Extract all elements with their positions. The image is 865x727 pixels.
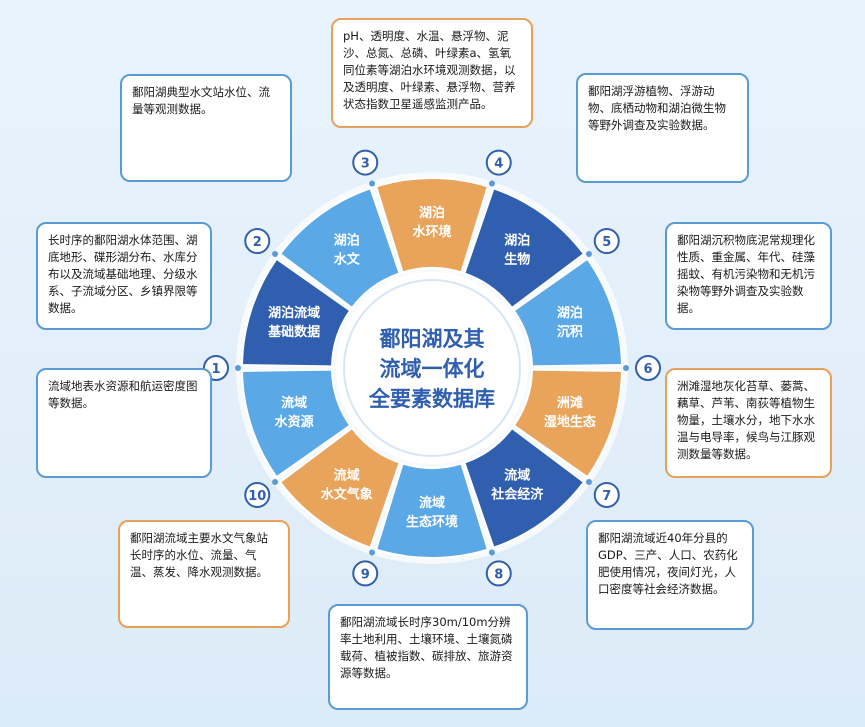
segment-6-label-1: 洲滩	[557, 395, 583, 411]
pointer-5	[585, 250, 592, 257]
badge-6	[635, 355, 661, 381]
center-title-line-1: 鄱阳湖及其	[379, 327, 485, 351]
segment-5-label-1: 湖泊	[557, 305, 583, 321]
desc-box-8-text: 鄱阳湖流域长时序30m/10m分辨率土地利用、土壤环境、土壤氮磷载荷、植被指数、…	[340, 615, 513, 680]
desc-box-4: 鄱阳湖浮游植物、浮游动物、底栖动物和湖泊微生物等野外调查及实验数据。	[576, 73, 749, 183]
desc-box-10: 流域地表水资源和航运密度图等数据。	[36, 368, 212, 478]
desc-box-6: 洲滩湿地灰化苔草、蒌蒿、藕草、芦苇、南荻等植物生物量，土壤水分，地下水水温与电导…	[665, 368, 832, 478]
segment-7-label-2: 社会经济	[490, 486, 544, 502]
desc-box-2: 鄱阳湖典型水文站水位、流量等观测数据。	[120, 74, 292, 182]
segment-1-label-2: 基础数据	[267, 324, 320, 340]
badge-6-number: 6	[643, 362, 652, 377]
badge-4	[485, 149, 512, 176]
badge-1-number: 1	[211, 362, 220, 377]
segment-8-label-1: 流域	[419, 495, 445, 511]
segment-8-label-2: 生态环境	[406, 514, 458, 530]
segment-9	[278, 426, 401, 550]
desc-box-1: 长时序的鄱阳湖水体范围、湖底地形、碟形湖分布、水库分布以及流域基础地理、分级水系…	[36, 222, 212, 330]
badge-9-number: 9	[361, 567, 370, 582]
badge-8-number: 8	[494, 567, 503, 582]
segment-3	[374, 177, 490, 274]
badge-3	[352, 149, 379, 176]
badge-10	[244, 481, 271, 508]
segment-3-label-1: 湖泊	[419, 205, 445, 221]
segment-4	[463, 186, 586, 310]
badge-4-number: 4	[494, 157, 503, 172]
pointer-7	[585, 479, 592, 486]
segment-10-label-1: 流域	[281, 395, 307, 411]
segment-6-label-2: 湿地生态	[544, 414, 596, 430]
segment-1-label-1: 湖泊流域	[268, 305, 320, 321]
desc-box-10-text: 流域地表水资源和航运密度图等数据。	[48, 379, 198, 410]
badge-10-number: 10	[248, 489, 266, 504]
desc-box-5: 鄱阳湖沉积物底泥常规理化性质、重金属、年代、硅藻摇蚊、有机污染物和无机污染物等野…	[665, 222, 832, 330]
segment-1	[241, 257, 352, 368]
desc-box-9-text: 鄱阳湖流域主要水文气象站长时序的水位、流量、气温、蒸发、降水观测数据。	[130, 531, 268, 579]
segment-7	[463, 426, 586, 550]
desc-box-8: 鄱阳湖流域长时序30m/10m分辨率土地利用、土壤环境、土壤氮磷载荷、植被指数、…	[328, 604, 528, 710]
center-hub-ring	[343, 279, 521, 457]
badge-2-number: 2	[253, 235, 262, 250]
segment-5-label-2: 沉积	[557, 324, 583, 340]
pointer-2	[272, 250, 279, 257]
segment-9-label-1: 流域	[334, 467, 360, 483]
pointer-3	[369, 180, 376, 187]
segment-5	[512, 257, 623, 368]
segment-10	[241, 368, 352, 479]
desc-box-6-text: 洲滩湿地灰化苔草、蒌蒿、藕草、芦苇、南荻等植物生物量，土壤水分，地下水水温与电导…	[677, 379, 815, 461]
segment-2-label-1: 湖泊	[334, 233, 360, 249]
desc-box-5-text: 鄱阳湖沉积物底泥常规理化性质、重金属、年代、硅藻摇蚊、有机污染物和无机污染物等野…	[677, 233, 815, 315]
badge-2	[244, 228, 271, 255]
segment-8	[374, 462, 490, 559]
desc-box-4-text: 鄱阳湖浮游植物、浮游动物、底栖动物和湖泊微生物等野外调查及实验数据。	[588, 84, 726, 132]
pointer-8	[488, 549, 495, 556]
segment-9-label-2: 水文气象	[321, 486, 373, 502]
desc-box-1-text: 长时序的鄱阳湖水体范围、湖底地形、碟形湖分布、水库分布以及流域基础地理、分级水系…	[48, 233, 198, 315]
badge-7-number: 7	[602, 489, 611, 504]
desc-box-3: pH、透明度、水温、悬浮物、泥沙、总氮、总磷、叶绿素a、氢氧同位素等湖泊水环境观…	[331, 18, 533, 128]
badge-5	[593, 228, 620, 255]
center-title-line-2: 流域一体化	[380, 357, 485, 381]
badge-5-number: 5	[602, 235, 611, 250]
segment-4-label-2: 生物	[504, 252, 530, 268]
desc-box-7: 鄱阳湖流域近40年分县的GDP、三产、人口、农药化肥使用情况，夜间灯光，人口密度…	[586, 520, 754, 630]
pointer-4	[488, 180, 495, 187]
segment-7-label-1: 流域	[504, 467, 530, 483]
desc-box-2-text: 鄱阳湖典型水文站水位、流量等观测数据。	[132, 85, 270, 116]
desc-box-9: 鄱阳湖流域主要水文气象站长时序的水位、流量、气温、蒸发、降水观测数据。	[118, 520, 290, 628]
segment-3-label-2: 水环境	[412, 224, 451, 240]
desc-box-7-text: 鄱阳湖流域近40年分县的GDP、三产、人口、农药化肥使用情况，夜间灯光，人口密度…	[598, 531, 738, 596]
badge-9	[352, 560, 379, 587]
desc-box-3-text: pH、透明度、水温、悬浮物、泥沙、总氮、总磷、叶绿素a、氢氧同位素等湖泊水环境观…	[343, 29, 516, 111]
center-title-line-3: 全要素数据库	[368, 387, 495, 411]
segment-10-label-2: 水资源	[275, 414, 314, 430]
badge-3-number: 3	[361, 157, 370, 172]
segment-4-label-1: 湖泊	[504, 233, 530, 249]
pointer-10	[272, 479, 279, 486]
pointer-1	[235, 365, 241, 371]
segment-2	[278, 186, 401, 310]
pointer-6	[623, 365, 629, 371]
segment-6	[512, 368, 623, 479]
pointer-9	[369, 549, 376, 556]
badge-8	[485, 560, 512, 587]
center-hub	[336, 272, 528, 464]
badge-7	[593, 481, 620, 508]
segment-2-label-2: 水文	[334, 252, 361, 268]
